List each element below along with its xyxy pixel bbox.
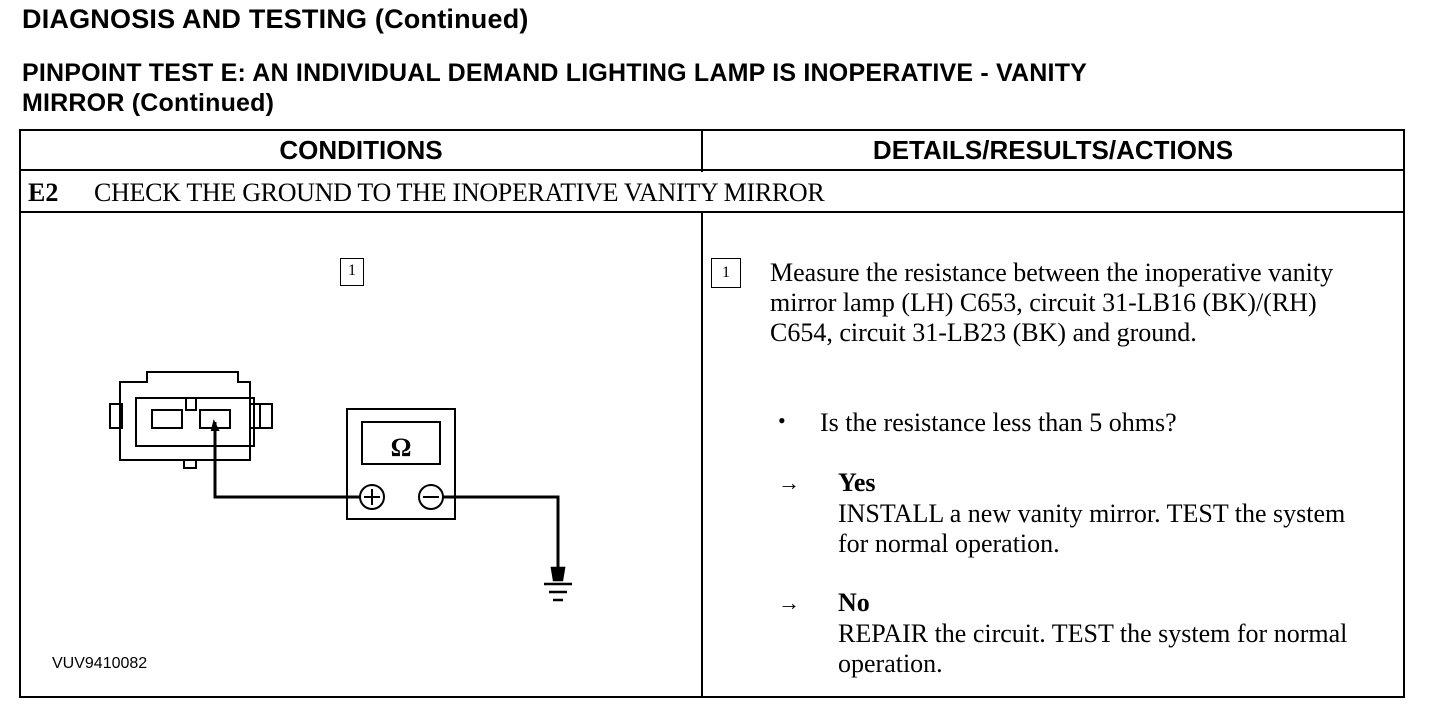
yes-arrow-icon: → xyxy=(778,470,800,495)
column-divider xyxy=(701,212,703,696)
section-title: DIAGNOSIS AND TESTING (Continued) xyxy=(22,4,529,34)
wiring-diagram: Ω xyxy=(109,371,572,602)
step-id: E2 xyxy=(28,178,59,207)
ohm-symbol: Ω xyxy=(391,433,412,462)
resistance-question: Is the resistance less than 5 ohms? xyxy=(820,408,1177,437)
column-divider-top xyxy=(701,131,703,172)
pinpoint-test-title-line1: PINPOINT TEST E: AN INDIVIDUAL DEMAND LI… xyxy=(22,59,1088,87)
measure-instruction: Measure the resistance between the inope… xyxy=(770,258,1334,347)
step-row: E2 CHECK THE GROUND TO THE INOPERATIVE VA… xyxy=(28,178,825,208)
step-divider xyxy=(21,211,1403,213)
multimeter-icon xyxy=(346,408,456,520)
step-title: CHECK THE GROUND TO THE INOPERATIVE VANI… xyxy=(94,178,825,207)
ground-symbol-icon xyxy=(544,566,572,602)
test-lead-wires xyxy=(210,419,560,575)
yes-action: INSTALL a new vanity mirror. TEST the sy… xyxy=(838,499,1346,558)
bullet-icon: • xyxy=(778,408,786,433)
test-table: CONDITIONS DETAILS/RESULTS/ACTIONS E2 CHE… xyxy=(19,129,1405,698)
header-divider xyxy=(21,169,1403,171)
yes-label: Yes xyxy=(838,468,876,497)
pinpoint-test-title: PINPOINT TEST E: AN INDIVIDUAL DEMAND LI… xyxy=(22,58,1382,118)
conditions-column-header: CONDITIONS xyxy=(279,135,443,165)
connector-icon xyxy=(109,371,273,469)
conditions-step-marker: 1 xyxy=(340,258,364,286)
figure-code: VUV9410082 xyxy=(52,655,148,672)
pinpoint-test-title-line2: MIRROR (Continued) xyxy=(22,89,275,117)
details-column-header: DETAILS/RESULTS/ACTIONS xyxy=(872,135,1234,165)
no-action: REPAIR the circuit. TEST the system for … xyxy=(838,619,1348,678)
no-arrow-icon: → xyxy=(778,590,800,615)
details-step-marker: 1 xyxy=(711,258,741,288)
no-label: No xyxy=(838,588,870,617)
